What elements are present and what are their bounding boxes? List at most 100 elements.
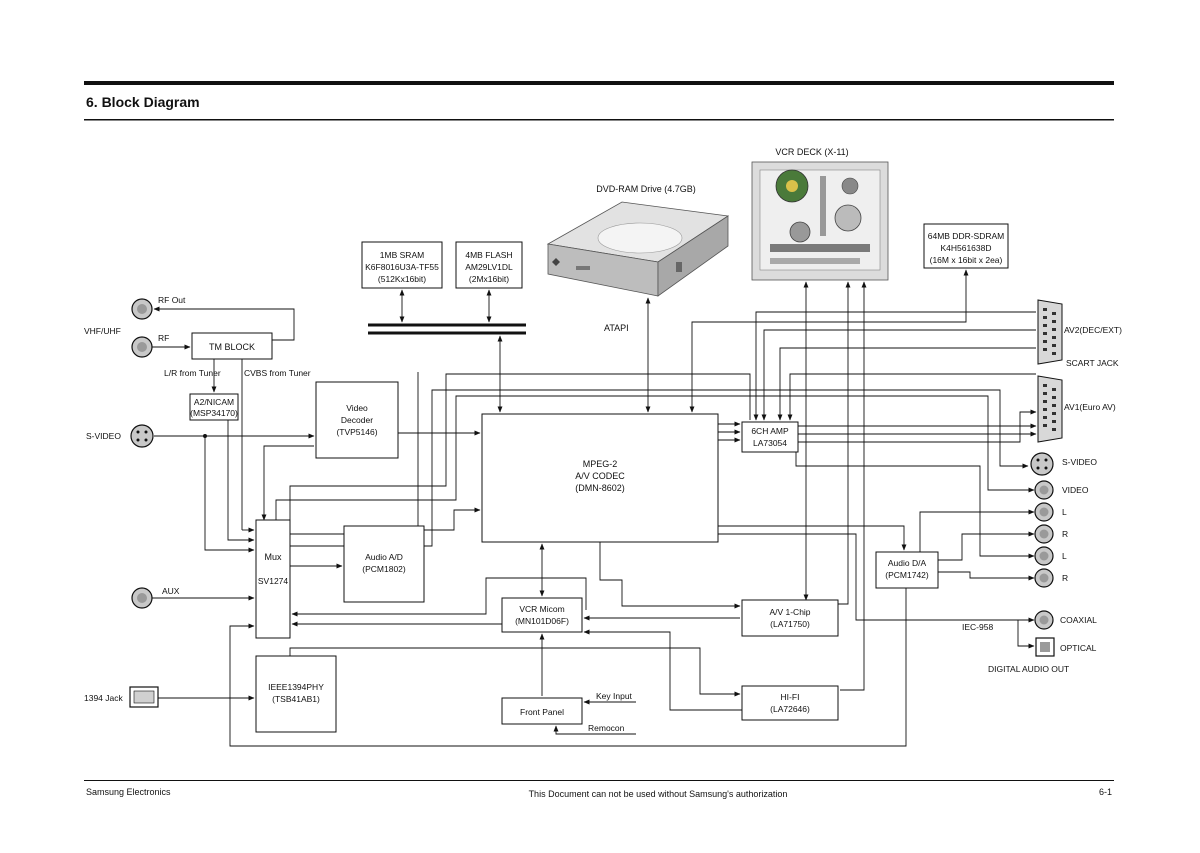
jack-1394-connector: 1394 Jack xyxy=(84,686,159,708)
digital-audio-out-label: DIGITAL AUDIO OUT xyxy=(988,664,1069,674)
tm-to-rfout-line xyxy=(153,306,295,341)
mpeg-codec-block: MPEG-2 A/V CODEC (DMN-8602) xyxy=(481,413,719,543)
sdram-line-2: K4H561638D xyxy=(940,243,991,253)
audio-ad-line-2: (PCM1802) xyxy=(362,564,406,574)
rf-out-label: RF Out xyxy=(158,295,186,305)
remocon-label: Remocon xyxy=(588,723,625,733)
av2-to-amp-line-2 xyxy=(761,329,1036,421)
dvd-drive-label: DVD-RAM Drive (4.7GB) xyxy=(596,184,696,194)
av-chip-line-2: (LA71750) xyxy=(770,619,810,629)
svideo-out-label: S-VIDEO xyxy=(1062,457,1097,467)
da-return-to-mux-line xyxy=(229,588,907,747)
flash-block: 4MB FLASH AM29LV1DL (2Mx16bit) xyxy=(455,241,523,289)
tm-block: TM BLOCK xyxy=(191,332,273,360)
optical-line xyxy=(1017,620,1035,649)
ieee-to-hifi-line xyxy=(289,647,741,697)
aux-label: AUX xyxy=(162,586,180,596)
sdram-line-1: 64MB DDR-SDRAM xyxy=(928,231,1005,241)
footer-rule xyxy=(84,780,1114,781)
av2-label: AV2(DEC/EXT) xyxy=(1064,325,1122,335)
dvd-ram-drive-image: DVD-RAM Drive (4.7GB) xyxy=(546,184,730,297)
rf-jack: RF xyxy=(131,333,169,358)
mux-to-amp-line xyxy=(289,373,751,520)
r2-label: R xyxy=(1062,573,1068,583)
lr-from-tuner-label: L/R from Tuner xyxy=(164,368,221,378)
iec958-label: IEC-958 xyxy=(962,622,993,632)
av2-to-amp-line-1 xyxy=(753,311,1036,421)
tm-block-label: TM BLOCK xyxy=(209,342,255,352)
front-panel-block: Front Panel xyxy=(501,697,583,725)
vcr-micom-line-2: (MN101D06F) xyxy=(515,616,569,626)
hifi-block: HI-FI (LA72646) xyxy=(741,685,839,721)
six-ch-amp-block: 6CH AMP LA73054 xyxy=(741,421,799,453)
mpeg-line-3: (DMN-8602) xyxy=(575,483,625,493)
ieee-line-1: IEEE1394PHY xyxy=(268,682,324,692)
hifi-line-2: (LA72646) xyxy=(770,704,810,714)
a2-nicam-line-2: (MSP34170) xyxy=(190,408,238,418)
rf-label: RF xyxy=(158,333,169,343)
av1-to-amp-line xyxy=(787,373,1036,421)
da-to-r2-line xyxy=(938,571,1035,581)
av2-to-amp-line-3 xyxy=(777,347,1036,421)
audio-l2-jack: L xyxy=(1034,546,1067,566)
atapi-label: ATAPI xyxy=(604,323,629,333)
audio-r2-jack: R xyxy=(1034,568,1068,588)
audio-da-line-1: Audio D/A xyxy=(888,558,927,568)
audio-r1-jack: R xyxy=(1034,524,1068,544)
av-1-chip-block: A/V 1-Chip (LA71750) xyxy=(741,599,839,637)
mux-line-2: SV1274 xyxy=(258,576,289,586)
svideo-out-jack: S-VIDEO xyxy=(1030,452,1097,476)
audio-da-line-2: (PCM1742) xyxy=(885,570,929,580)
remocon-line xyxy=(553,725,636,735)
a2-nicam-block: A2/NICAM (MSP34170) xyxy=(189,393,239,421)
ieee-line-2: (TSB41AB1) xyxy=(272,694,320,704)
hifi-line-1: HI-FI xyxy=(781,692,800,702)
vcr-deck-line-3 xyxy=(840,281,867,691)
front-panel-label: Front Panel xyxy=(520,707,564,717)
av1-scart-connector: AV1(Euro AV) xyxy=(1037,375,1116,443)
jack-1394-label: 1394 Jack xyxy=(84,693,123,703)
mpeg-line-1: MPEG-2 xyxy=(583,459,618,469)
coaxial-label: COAXIAL xyxy=(1060,615,1097,625)
mpeg-to-da-line xyxy=(718,525,907,551)
a2-nicam-line-1: A2/NICAM xyxy=(194,397,234,407)
amp-to-l2-line xyxy=(795,452,1035,559)
hifi-to-micom-line xyxy=(583,629,742,711)
vhf-uhf-label: VHF/UHF xyxy=(84,326,121,336)
vcr-micom-line-1: VCR Micom xyxy=(519,604,564,614)
optical-jack: OPTICAL xyxy=(1035,637,1097,657)
av2-scart-connector: AV2(DEC/EXT) SCART JACK xyxy=(1037,299,1122,368)
cvbs-from-tuner-label: CVBS from Tuner xyxy=(244,368,311,378)
footer-right: 6-1 xyxy=(1099,787,1112,797)
scart-jack-label: SCART JACK xyxy=(1066,358,1119,368)
video-decoder-line-2: Decoder xyxy=(341,415,373,425)
video-decoder-line-1: Video xyxy=(346,403,368,413)
av1-label: AV1(Euro AV) xyxy=(1064,402,1116,412)
vcr-deck-line-2 xyxy=(838,281,851,605)
sdram-line-3: (16M x 16bit x 2ea) xyxy=(930,255,1003,265)
sram-line-1: 1MB SRAM xyxy=(380,250,424,260)
header-rule-top xyxy=(84,81,1114,85)
flash-line-1: 4MB FLASH xyxy=(465,250,512,260)
mux-to-decoder-line xyxy=(261,445,314,521)
vcr-deck-image: VCR DECK (X-11) xyxy=(751,147,889,281)
footer-left: Samsung Electronics xyxy=(86,787,171,797)
page-title: 6. Block Diagram xyxy=(86,94,200,110)
da-to-l1-line xyxy=(919,509,1035,552)
coaxial-line xyxy=(718,533,1035,623)
vcr-micom-block: VCR Micom (MN101D06F) xyxy=(501,597,583,633)
svideo-in-jack: S-VIDEO xyxy=(86,424,154,448)
audio-l1-jack: L xyxy=(1034,502,1067,522)
mpeg-line-2: A/V CODEC xyxy=(575,471,625,481)
video-decoder-line-3: (TVP5146) xyxy=(336,427,377,437)
sdram-block: 64MB DDR-SDRAM K4H561638D (16M x 16bit x… xyxy=(923,223,1009,269)
sram-line-3: (512Kx16bit) xyxy=(378,274,426,284)
amp-line-1: 6CH AMP xyxy=(751,426,789,436)
sdram-to-mpeg-line xyxy=(689,269,969,413)
header-rule-bottom xyxy=(84,119,1114,121)
mux-block: Mux SV1274 xyxy=(255,519,291,639)
amp-line-2: LA73054 xyxy=(753,438,787,448)
svideo-in-label: S-VIDEO xyxy=(86,431,121,441)
